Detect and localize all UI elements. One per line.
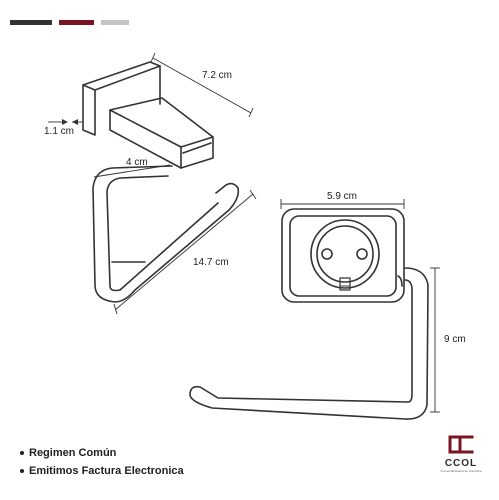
holder-side-bar: [92, 165, 240, 303]
list-item-text: Emitimos Factura Electronica: [29, 465, 184, 477]
holder-front-plate: [281, 208, 405, 303]
dim-label-plate-width: 5.9 cm: [327, 191, 358, 202]
holder-side-arm: [109, 97, 214, 169]
dim-label-arm-width: 4 cm: [126, 157, 148, 168]
dim-label-height: 9 cm: [444, 334, 466, 345]
dim-tick: [249, 189, 257, 200]
dim-line-arm-width: [93, 164, 171, 178]
dim-tick: [113, 303, 118, 315]
info-list: Regimen Común Emitimos Factura Electroni…: [20, 444, 184, 480]
dim-label-depth: 1.1 cm: [44, 126, 75, 137]
dim-tick: [150, 52, 156, 63]
logo-tagline: Comercializadora de Colombia: [440, 469, 482, 473]
decor-stripe-dark: [10, 20, 52, 25]
decor-stripe-gray: [101, 20, 129, 25]
list-item: Emitimos Factura Electronica: [20, 462, 184, 480]
list-item: Regimen Común: [20, 444, 184, 462]
holder-front-bar: [189, 267, 429, 420]
holder-front-anchor: [310, 219, 380, 291]
bullet-dot-icon: [20, 469, 24, 473]
dim-label-width-top: 7.2 cm: [202, 70, 233, 81]
dim-tick: [248, 107, 254, 118]
arrowhead-icon: [72, 119, 78, 125]
dim-line-width-top: [152, 57, 252, 114]
logo-mark-icon: [448, 435, 474, 454]
decor-stripe-red: [59, 20, 94, 25]
brand-logo: CCOL Comercializadora de Colombia: [433, 433, 489, 473]
logo-name: CCOL: [444, 458, 478, 469]
list-item-text: Regimen Común: [29, 447, 117, 459]
arrowhead-icon: [62, 119, 68, 125]
dim-line-length: [114, 193, 254, 311]
bullet-dot-icon: [20, 451, 24, 455]
dim-label-length: 14.7 cm: [193, 257, 229, 268]
holder-side-wall-plate: [82, 61, 161, 136]
